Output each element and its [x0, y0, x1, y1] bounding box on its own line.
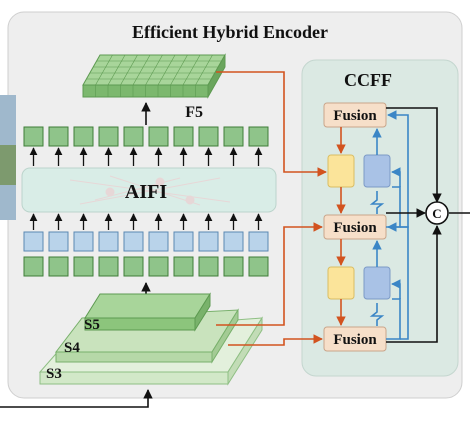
output-token-row — [23, 126, 269, 147]
output-token — [223, 126, 244, 147]
f5-grid-line — [107, 54, 126, 86]
input-token — [23, 256, 44, 277]
output-token — [23, 126, 44, 147]
output-token — [148, 126, 169, 147]
output-token — [173, 126, 194, 147]
s5-label: S5 — [84, 317, 100, 333]
backbone-input-arrow — [0, 389, 153, 408]
output-token — [248, 126, 269, 147]
top-down-arrows — [216, 71, 346, 346]
f5-grid-line — [157, 54, 176, 86]
position-token — [48, 231, 69, 252]
f5-grid-line — [170, 54, 188, 86]
input-token — [123, 256, 144, 277]
concat-node — [425, 201, 449, 225]
output-token — [123, 126, 144, 147]
input-token — [73, 256, 94, 277]
f5-grid-line — [95, 54, 113, 86]
s3-label: S3 — [46, 366, 62, 382]
f5-feature-map — [82, 53, 226, 99]
input-token — [173, 256, 194, 277]
f5-label: F5 — [185, 104, 203, 121]
fusion-label-top: Fusion — [333, 108, 377, 124]
downsample-block-1 — [363, 154, 391, 188]
position-token — [23, 231, 44, 252]
f5-grid-line — [195, 54, 213, 86]
upsample-block-2 — [327, 266, 355, 300]
f5-grid-line — [145, 54, 163, 86]
position-token — [123, 231, 144, 252]
input-token — [223, 256, 244, 277]
f5-grid-line — [132, 54, 151, 86]
position-token — [148, 231, 169, 252]
s4-label: S4 — [64, 340, 80, 356]
downsample-block-2 — [363, 266, 391, 300]
output-token — [73, 126, 94, 147]
aifi-output-arrows — [29, 147, 263, 166]
bottom-up-arrows — [369, 110, 409, 340]
aifi-label: AIFI — [125, 181, 167, 203]
position-token — [73, 231, 94, 252]
output-token — [198, 126, 219, 147]
position-token — [98, 231, 119, 252]
fusion-label-bottom: Fusion — [333, 332, 377, 348]
ccff-label: CCFF — [344, 70, 392, 90]
position-embedding-row — [23, 231, 269, 252]
input-token — [98, 256, 119, 277]
concat-arrows — [386, 107, 470, 343]
position-token — [248, 231, 269, 252]
fusion-label-middle: Fusion — [333, 220, 377, 236]
concat-label: C — [432, 206, 441, 221]
input-token — [148, 256, 169, 277]
upsample-block-1 — [327, 154, 355, 188]
output-token — [48, 126, 69, 147]
input-token — [48, 256, 69, 277]
position-token — [223, 231, 244, 252]
encoder-title: Efficient Hybrid Encoder — [132, 22, 328, 42]
input-token — [198, 256, 219, 277]
position-token — [173, 231, 194, 252]
f5-grid-line — [182, 54, 201, 86]
input-token-row — [23, 256, 269, 277]
aifi-attention-lines — [69, 175, 231, 206]
aifi-input-arrows — [29, 213, 263, 230]
f5-grid-line — [120, 54, 138, 86]
output-token — [98, 126, 119, 147]
fusion-block-top — [323, 102, 387, 128]
s5-layer — [84, 292, 211, 332]
position-token — [198, 231, 219, 252]
input-token — [248, 256, 269, 277]
